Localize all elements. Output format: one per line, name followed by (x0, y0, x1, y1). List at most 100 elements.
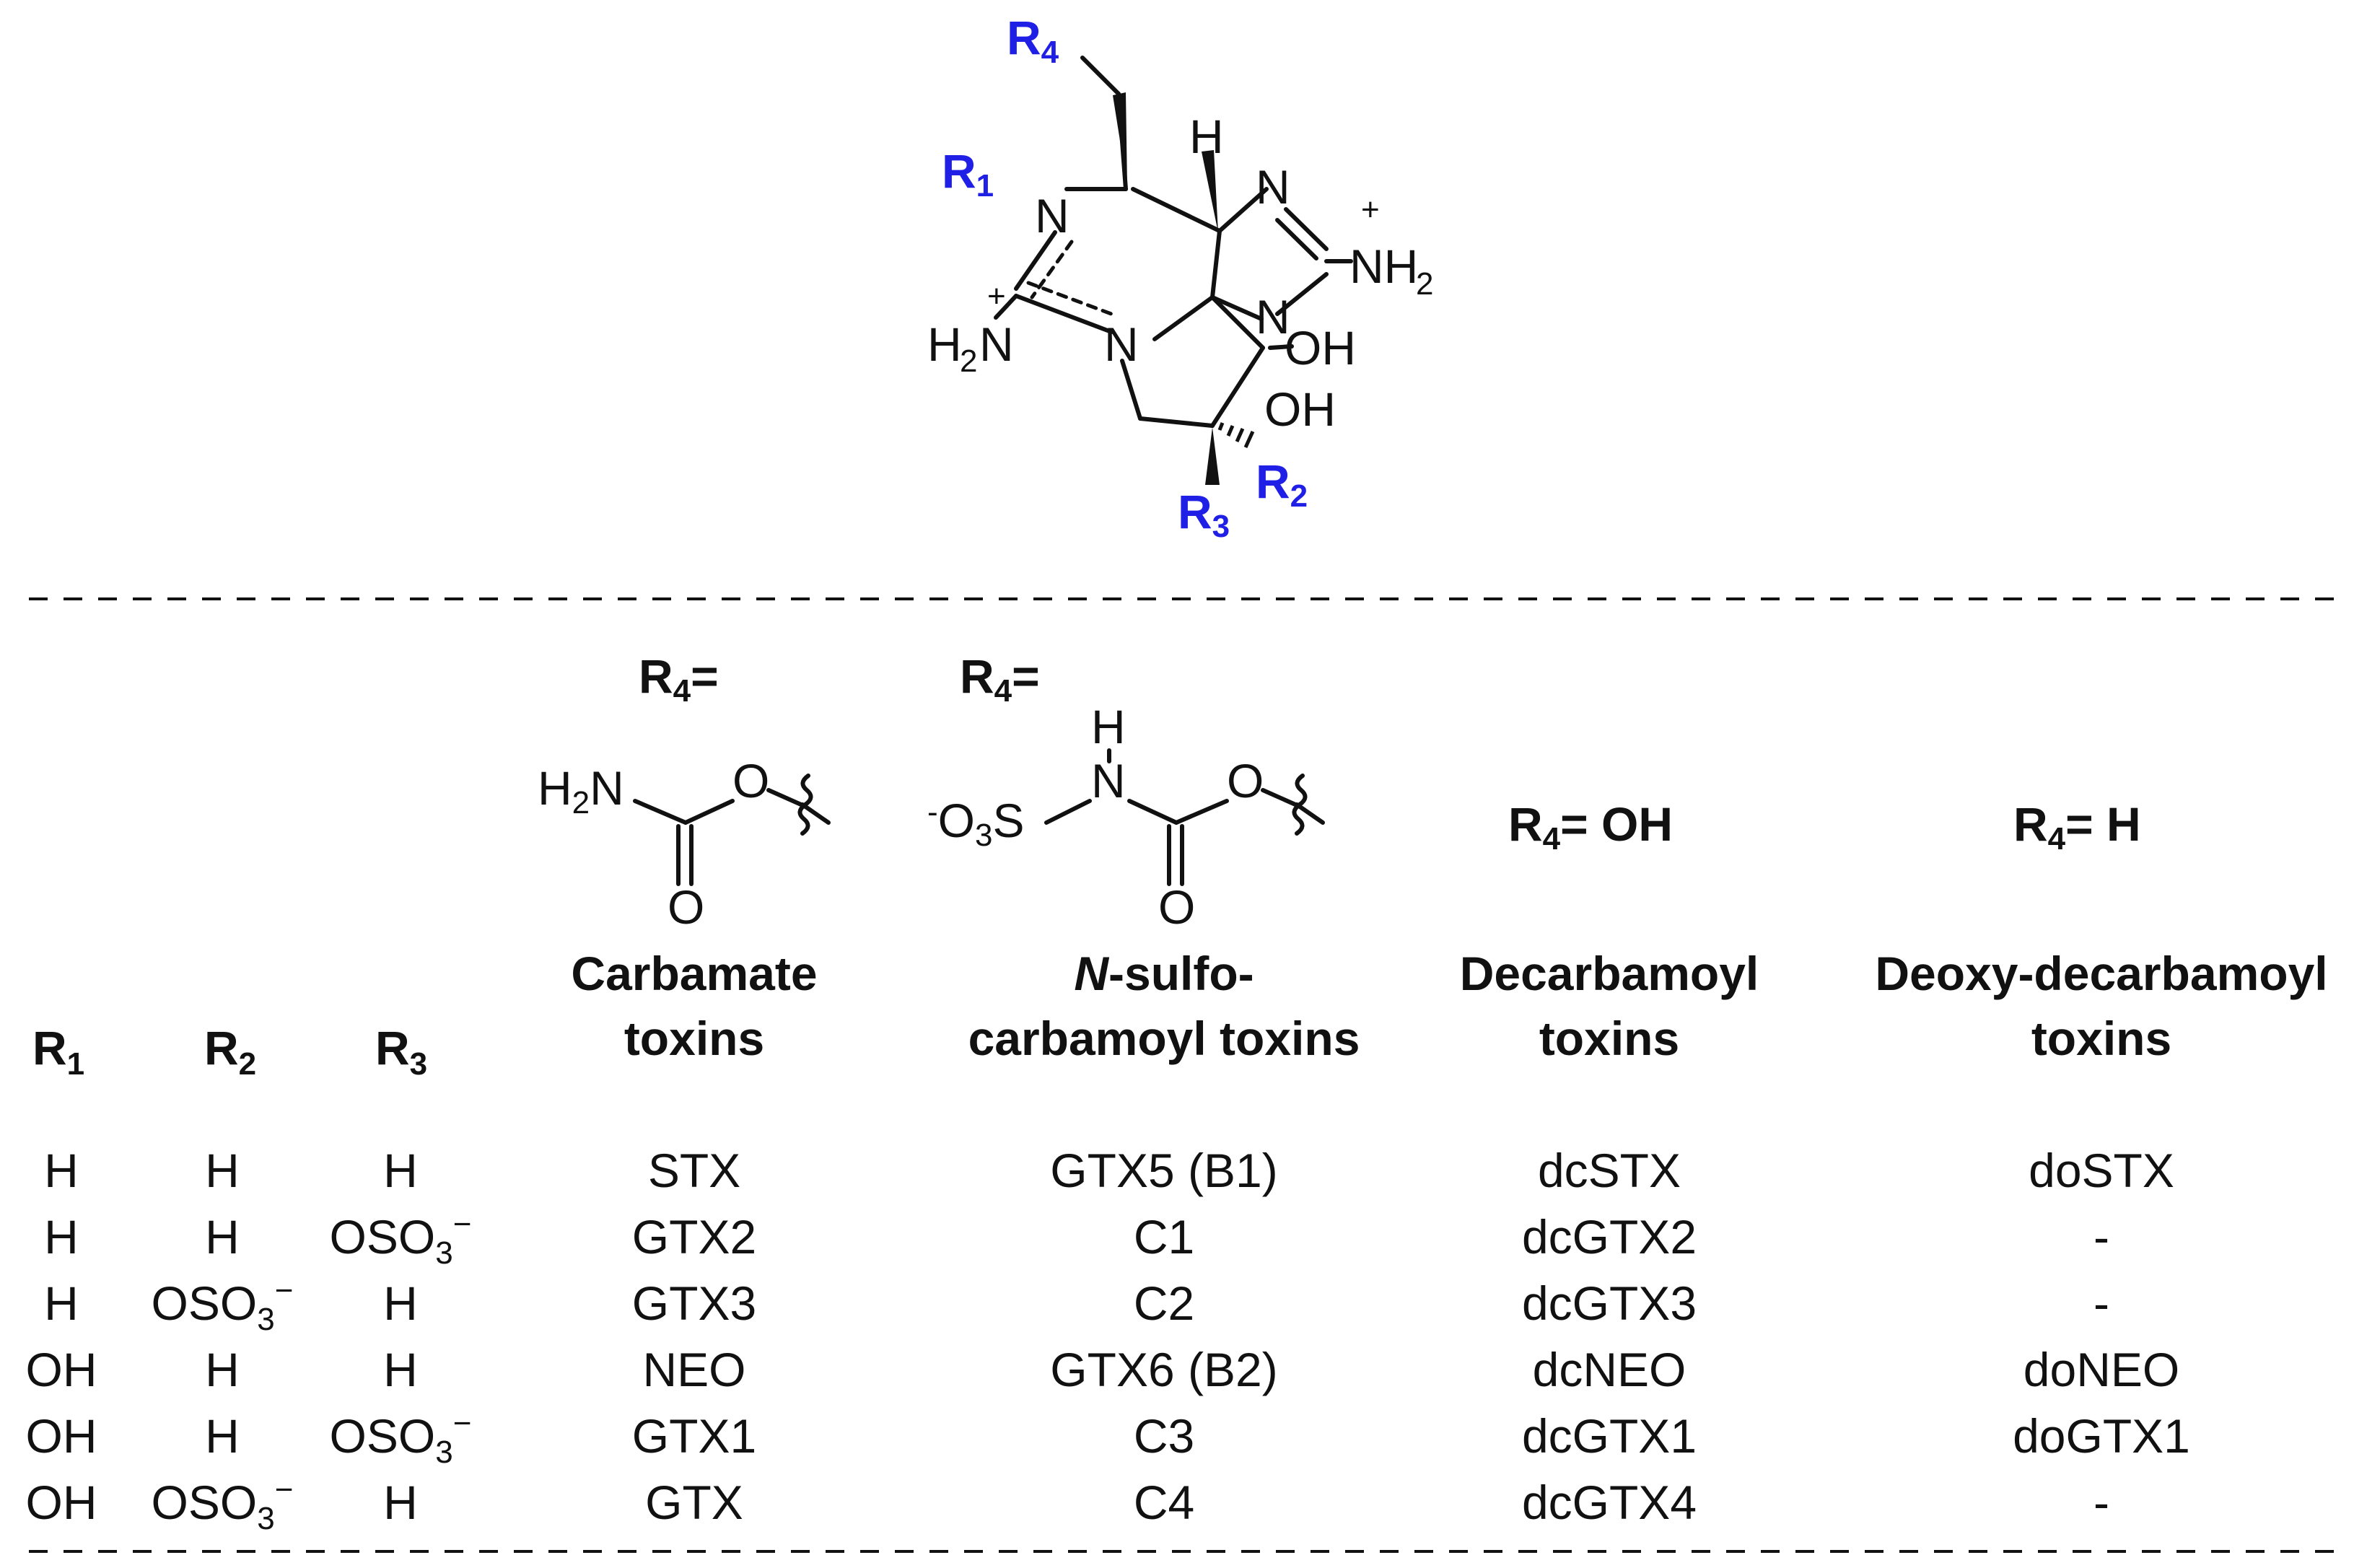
cell-r1: OH (26, 1409, 97, 1463)
carbamate-o-bottom: O (668, 880, 704, 934)
cell-r2: H (205, 1409, 240, 1463)
cell-r3: H (383, 1144, 418, 1197)
cell-deoxy: - (2093, 1276, 2109, 1330)
wedge-c5-h (1202, 150, 1218, 232)
cell-deoxy: - (2093, 1210, 2109, 1263)
sulfo-bond-s-n (1044, 799, 1092, 825)
sulfo-bond-tail (1295, 802, 1325, 825)
sulfo-bond-o-r (1261, 788, 1298, 807)
cell-carbamate: GTX1 (632, 1409, 756, 1463)
cell-decarb: dcSTX (1538, 1144, 1681, 1197)
cell-decarb: dcGTX1 (1522, 1409, 1697, 1463)
bond-c5-n7 (1217, 187, 1269, 233)
wedge-c12-r3 (1205, 427, 1220, 485)
cell-r2: H (205, 1144, 240, 1197)
class-decarb-line1: Decarbamoyl (1460, 947, 1759, 1000)
cell-r1: OH (26, 1476, 97, 1529)
cell-sulfo: C1 (1134, 1210, 1194, 1263)
atom-plus-right: + (1361, 192, 1380, 227)
class-sulfo-line2: carbamoyl toxins (968, 1012, 1360, 1065)
cell-r3: H (383, 1476, 418, 1529)
cell-carbamate: GTX (645, 1476, 743, 1529)
cell-r3: H (383, 1276, 418, 1330)
sulfo-o-bottom: O (1158, 880, 1195, 934)
cell-r2: H (205, 1343, 240, 1396)
r4-header-carbamate: R4= (639, 649, 719, 709)
bond-c10-oh (1268, 344, 1294, 350)
atom-n1: N (1035, 189, 1069, 242)
atom-n7: N (1256, 160, 1290, 214)
cell-sulfo: C2 (1134, 1276, 1194, 1330)
class-decarb-line2: toxins (1539, 1012, 1679, 1065)
r2-group: R2 (1256, 455, 1308, 514)
r4-header-deoxy: R4= H (2013, 797, 2141, 857)
sulfo-o: O (1227, 754, 1264, 807)
class-deoxy-line1: Deoxy-decarbamoyl (1875, 947, 2327, 1000)
bond-n7-c8 (1284, 207, 1329, 251)
bond-c6-c5 (1131, 187, 1222, 233)
cell-r2: OSO3− (152, 1273, 294, 1337)
bond-ch2-r4 (1080, 56, 1121, 96)
atom-n9: N (1256, 290, 1290, 343)
sulfo-bond-c-o (1174, 799, 1229, 825)
cell-sulfo: GTX6 (B2) (1050, 1343, 1277, 1396)
bond-n1-c2-aromatic (1030, 240, 1074, 299)
cell-r1: H (44, 1144, 79, 1197)
cell-decarb: dcGTX3 (1522, 1276, 1697, 1330)
hash-c12-r2 (1217, 422, 1255, 449)
atom-nh2-sub: 2 (1416, 266, 1433, 302)
atom-oh-top: OH (1285, 321, 1356, 375)
class-sulfo-line1: N-sulfo- (1074, 947, 1253, 1000)
bond-c12-c10 (1210, 346, 1265, 428)
atom-n3: N (1104, 317, 1139, 371)
bond-c2-n3-aromatic (1026, 281, 1119, 318)
atom-h2n-n: N (979, 317, 1014, 371)
r4-header-decarb: R4= OH (1508, 797, 1673, 857)
cell-carbamate: GTX3 (632, 1276, 756, 1330)
sulfo-fragment: -O3S N H O O (927, 700, 1325, 934)
bond-c4-n3 (1152, 295, 1215, 341)
carbamate-bond-c-o (683, 799, 735, 825)
carbamate-bond-o-r (766, 788, 803, 807)
sulfo-o3s: -O3S (927, 794, 1025, 853)
bond-n7-c8-double (1275, 218, 1318, 260)
class-carbamate-line1: Carbamate (571, 947, 817, 1000)
carbamate-h2n: H2N (538, 761, 624, 820)
atom-h2n-h: H (927, 317, 962, 371)
bond-c2-n3 (1014, 294, 1114, 334)
cell-sulfo: C3 (1134, 1409, 1194, 1463)
atom-h2n-sub: 2 (960, 343, 977, 379)
cell-carbamate: GTX2 (632, 1210, 756, 1263)
cell-r3: H (383, 1343, 418, 1396)
r3-header: R3 (375, 1021, 427, 1082)
cell-r1: H (44, 1210, 79, 1263)
cell-sulfo: GTX5 (B1) (1050, 1144, 1277, 1197)
bond-c2-nh2 (994, 294, 1018, 320)
r3-group: R3 (1178, 485, 1230, 544)
bond-c11-c12 (1138, 416, 1215, 428)
cell-carbamate: STX (648, 1144, 740, 1197)
bond-c10-c4 (1210, 295, 1265, 350)
r1-header: R1 (32, 1021, 84, 1082)
class-carbamate-line2: toxins (624, 1012, 764, 1065)
cell-decarb: dcGTX4 (1522, 1476, 1697, 1529)
cell-deoxy: doGTX1 (2013, 1409, 2190, 1463)
bond-n9-c4 (1210, 295, 1264, 321)
wedge-c6-r4 (1113, 92, 1127, 186)
carbamate-fragment: H2N O O (538, 754, 831, 934)
cell-r2: H (205, 1210, 240, 1263)
cell-carbamate: NEO (642, 1343, 745, 1396)
atom-h: H (1189, 110, 1224, 163)
r4-group: R4 (1007, 11, 1059, 70)
cell-decarb: dcGTX2 (1522, 1210, 1697, 1263)
r4-headers: R4= R4= R4= OH R4= H (639, 649, 2141, 857)
cell-decarb: dcNEO (1533, 1343, 1686, 1396)
